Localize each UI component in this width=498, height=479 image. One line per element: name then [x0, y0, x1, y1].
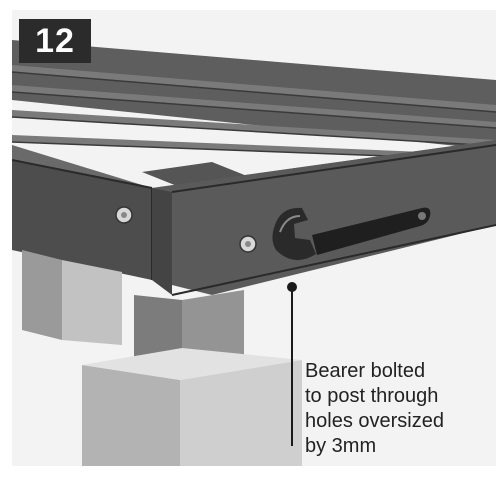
bolt-icon: [239, 235, 257, 253]
step-number: 12: [19, 19, 91, 63]
bearer-right: [152, 140, 496, 296]
footing: [82, 348, 302, 466]
bolt-icon: [115, 206, 133, 224]
illustration-panel: [12, 10, 496, 466]
callout-leader: [287, 282, 297, 446]
callout-line: to post through: [305, 385, 439, 407]
background-posts: [22, 250, 122, 345]
callout-line: by 3mm: [305, 435, 377, 457]
deck-illustration: [12, 40, 496, 466]
callout-text: Bearer bolted to post through holes over…: [305, 359, 495, 459]
callout-line: holes oversized: [305, 410, 444, 432]
wrench-icon: [272, 207, 431, 261]
deck-joists: [12, 40, 496, 161]
callout-line: Bearer bolted: [305, 360, 426, 382]
